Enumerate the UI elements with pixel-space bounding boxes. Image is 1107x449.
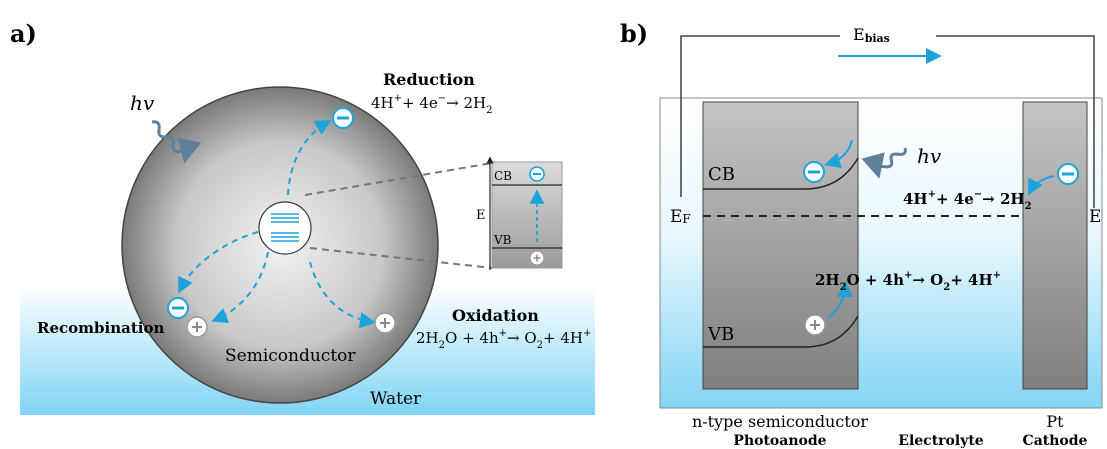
vb-band-edge [703,315,859,348]
electron-path-to-surface [287,120,332,196]
external-circuit-wire [680,35,1095,208]
panel-a: a) Water [10,19,595,415]
fermi-label: EF [670,207,691,227]
inset-cb-label: CB [494,169,512,183]
hole-icon [374,312,396,334]
electron-icon [803,161,825,183]
band-inset: CB VB E [476,156,563,270]
cb-label: CB [708,164,735,185]
hole-path-to-surface [309,261,376,329]
photon-wave-icon [861,147,907,179]
panel-b: b) Ebias CB VB EF E hv [620,19,1103,449]
reduction-equation: 4H++ 4e−→ 2H2 [903,189,1032,212]
panel-a-label: a) [10,19,37,48]
photon-label: hv [917,144,942,168]
water-label: Water [370,389,422,409]
cathode-energy-label: E [1089,207,1101,227]
zoom-line-bottom [309,247,493,269]
recombination-label: Recombination [37,319,164,337]
ntype-label: n-type semiconductor [692,412,868,431]
electron-icon [529,166,545,182]
pt-label: Pt [1046,412,1064,431]
inset-energy-label: E [476,208,486,223]
electron-icon [1057,163,1079,185]
band-lines-icon [271,213,299,242]
electron-to-electrolyte-arrow [1028,175,1055,196]
electron-icon [332,107,354,129]
hole-icon [529,250,545,266]
photoanode-label: Photoanode [733,433,826,449]
reduction-equation: 4H++ 4e−→ 2H2 [371,93,493,116]
reduction-title: Reduction [383,70,475,89]
electrolyte-label: Electrolyte [898,433,984,449]
electron-icon [167,297,189,319]
inset-vb-label: VB [493,233,512,247]
oxidation-equation: 2H2O + 4h+→ O2+ 4H+ [815,270,1001,293]
band-structure-circle [258,201,312,255]
hole-transfer-arrow [827,281,853,319]
ebias-label: Ebias [853,25,890,45]
photon-wave-icon [151,120,202,164]
electron-path-recombination [178,231,259,294]
zoom-line-top [304,162,493,196]
semiconductor-label: Semiconductor [225,346,356,366]
oxidation-equation: 2H2O + 4h+→ O2+ 4H+ [416,328,591,351]
cb-band-edge [703,157,859,190]
panel-b-label: b) [620,19,648,48]
hole-path-recombination [211,251,269,323]
oxidation-title: Oxidation [452,306,539,325]
cathode-slab [1022,101,1088,390]
photoanode-slab [702,101,859,390]
photon-label: hv [130,91,155,115]
electron-transfer-arrow [824,139,853,169]
hole-icon [804,314,826,336]
hole-icon [186,316,208,338]
cathode-label: Cathode [1023,433,1088,449]
vb-label: VB [707,324,734,345]
